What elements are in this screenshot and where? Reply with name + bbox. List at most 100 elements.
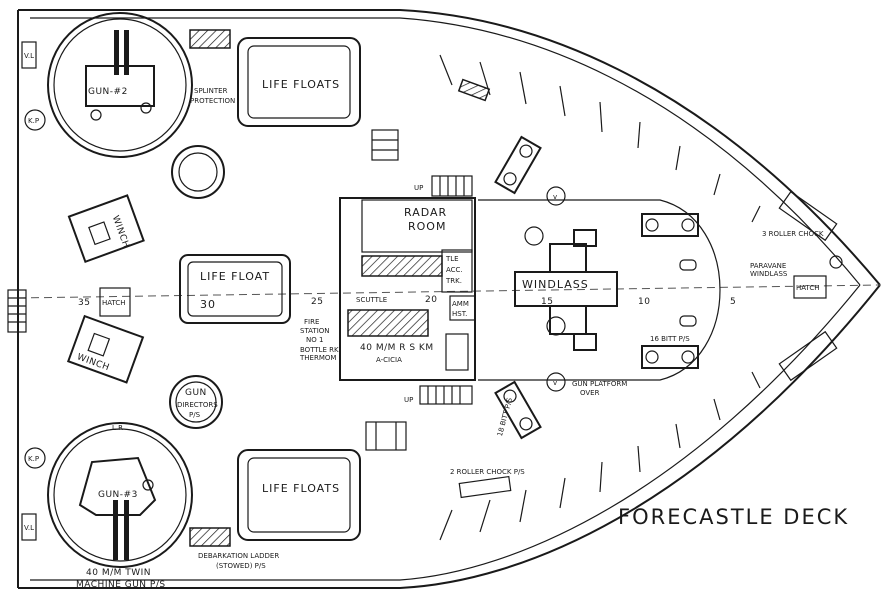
gun-3-label: GUN-#3	[98, 490, 138, 500]
reel-bottom	[365, 421, 407, 451]
paravane-fairlead	[829, 255, 843, 269]
svg-text:30: 30	[200, 298, 216, 311]
frame-10: 10	[638, 297, 650, 307]
fire-station-label-2: STATION	[300, 327, 330, 335]
frame-25: 25	[311, 297, 323, 307]
deck-slot-bottom	[679, 315, 697, 327]
svg-text:v: v	[553, 379, 557, 387]
splinter-protection-label: PROTECTION	[190, 97, 235, 105]
splinter-label: SPLINTER	[194, 87, 228, 95]
svg-text:K.P: K.P	[28, 455, 39, 463]
bottle-rack-label-2: THERMOM	[299, 354, 336, 362]
life-floats-top: LIFE FLOATS	[237, 37, 361, 127]
frame-35: 35	[78, 298, 90, 308]
deckhouse: RADAR ROOM TLE ACC. TRK. AMM HST. SCUTTL…	[339, 197, 476, 381]
paravane-label-1: PARAVANE	[750, 262, 786, 270]
svg-text:LIFE FLOATS: LIFE FLOATS	[262, 482, 340, 495]
bitts-right-label: 16 BITT P/S	[650, 335, 690, 343]
svg-text:DIRECTORS: DIRECTORS	[177, 401, 218, 409]
roller-chock-port	[458, 475, 512, 499]
svg-text:RADAR: RADAR	[404, 206, 447, 219]
gun-platform-outline	[478, 199, 721, 381]
svg-text:TLE: TLE	[445, 255, 459, 263]
svg-text:HST.: HST.	[452, 310, 467, 318]
reel-top	[371, 129, 399, 161]
svg-text:HATCH: HATCH	[796, 284, 820, 292]
svg-text:LIFE FLOATS: LIFE FLOATS	[262, 78, 340, 91]
windlass: WINDLASS	[514, 226, 618, 351]
railing-top	[439, 54, 761, 223]
railing-bottom	[439, 371, 761, 541]
fire-station-label-3: NO 1	[306, 336, 323, 344]
drawing-title: FORECASTLE DECK	[618, 505, 849, 529]
up-label-bottom: UP	[404, 396, 413, 404]
svg-text:LIFE FLOAT: LIFE FLOAT	[200, 270, 270, 283]
vent-v-bottom: v	[546, 372, 566, 392]
svg-text:HATCH: HATCH	[102, 299, 126, 307]
bitts-right-top	[641, 213, 699, 237]
svg-text:V.L: V.L	[24, 52, 34, 60]
stowage-box-bottom	[189, 527, 231, 547]
stowage-box-top	[189, 29, 231, 49]
deck-slot-top	[679, 259, 697, 271]
gun-2-label: GUN-#2	[88, 87, 128, 97]
svg-text:v: v	[553, 193, 557, 201]
svg-text:SCUTTLE: SCUTTLE	[356, 296, 387, 304]
frame-5: 5	[730, 297, 736, 307]
svg-text:WINCH: WINCH	[110, 214, 131, 249]
life-floats-bottom: LIFE FLOATS	[237, 449, 361, 541]
hull-outline	[17, 9, 881, 589]
kp-marker-bottom: K.P	[24, 447, 46, 469]
life-float-middle: LIFE FLOAT 30	[179, 254, 291, 324]
stairs-top	[431, 175, 473, 197]
roller-chock-port-label: 2 ROLLER CHOCK P/S	[450, 468, 525, 476]
svg-text:A-CICIA: A-CICIA	[376, 356, 402, 364]
bitts-right-bottom	[641, 345, 699, 369]
svg-text:TRK.: TRK.	[445, 277, 462, 285]
roller-chock-bottom	[778, 330, 838, 382]
frame-15: 15	[541, 297, 553, 307]
gun-directors: GUN DIRECTORS P/S	[169, 375, 223, 429]
ventilator-ring	[171, 145, 225, 199]
roller-chock-top-label: 3 ROLLER CHOCK	[762, 230, 824, 238]
up-label-top: UP	[414, 184, 423, 192]
bitts-left-bottom	[494, 380, 542, 440]
stairs-bottom	[419, 385, 473, 405]
twin-gun-label-2: MACHINE GUN P/S	[76, 580, 166, 590]
vl-marker-bottom: V.L	[21, 513, 37, 541]
hatch-left: HATCH	[99, 287, 131, 317]
bitts-left-label: 18 BITT P/S	[496, 396, 514, 437]
roller-chock-top	[778, 190, 838, 242]
hatch-right: HATCH	[793, 275, 827, 299]
svg-text:K.P: K.P	[28, 117, 39, 125]
twin-gun-label-1: 40 M/M TWIN	[86, 568, 151, 578]
svg-text:GUN: GUN	[185, 388, 207, 398]
svg-text:AMM: AMM	[452, 300, 469, 308]
svg-text:WINDLASS: WINDLASS	[522, 278, 589, 291]
paravane-label-2: WINDLASS	[750, 270, 788, 278]
vl-marker-top: V.L	[21, 41, 37, 69]
fire-station-label-1: FIRE	[304, 318, 319, 326]
lr-label: L.R	[112, 424, 123, 432]
gun-3-mount: GUN-#3	[47, 422, 193, 568]
vent-v-top: v	[546, 186, 566, 206]
bitts-left-top	[494, 135, 542, 195]
svg-text:ACC.: ACC.	[446, 266, 463, 274]
gun-platform-label-2: OVER	[580, 389, 600, 397]
svg-text:40 M/M R S KM: 40 M/M R S KM	[360, 343, 434, 353]
debark-label-2: (STOWED) P/S	[216, 562, 266, 570]
gun-platform-label-1: GUN PLATFORM	[572, 380, 627, 388]
svg-text:ROOM: ROOM	[408, 220, 446, 233]
svg-text:P/S: P/S	[189, 411, 201, 419]
gun-2-mount: GUN-#2	[47, 12, 193, 158]
fitting-top	[457, 78, 491, 102]
stern-ladder	[7, 289, 27, 333]
svg-text:V.L: V.L	[24, 524, 34, 532]
kp-marker-top: K.P	[24, 109, 46, 131]
frame-20: 20	[425, 295, 437, 305]
winch-bottom: WINCH	[66, 314, 145, 384]
bottle-rack-label-1: BOTTLE RK	[300, 346, 339, 354]
debark-label-1: DEBARKATION LADDER	[198, 552, 279, 560]
winch-top: WINCH	[67, 194, 145, 264]
